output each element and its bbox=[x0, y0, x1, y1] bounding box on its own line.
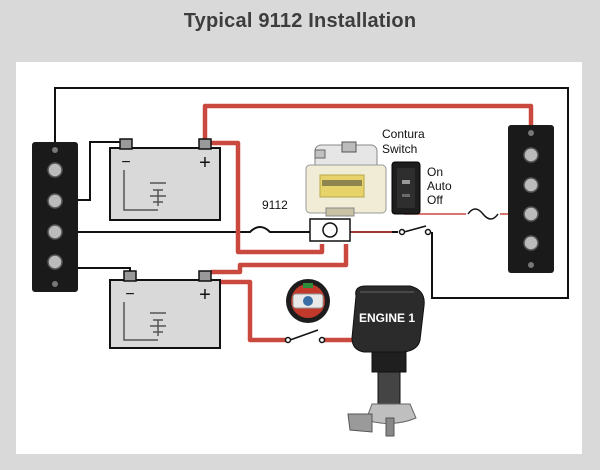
engine-label: ENGINE 1 bbox=[359, 311, 415, 325]
lower-battery-to-switch-wire bbox=[212, 279, 286, 343]
switch-off-label: Off bbox=[427, 193, 443, 207]
diagram-panel bbox=[16, 62, 582, 454]
contura-switch-icon[interactable] bbox=[391, 161, 421, 215]
switch-label-line1: Contura bbox=[382, 127, 425, 141]
negative-loop-wire bbox=[54, 87, 569, 299]
trigger-switch-symbol bbox=[398, 225, 432, 236]
switch-on-label: On bbox=[427, 165, 443, 179]
left-busbar-studs bbox=[47, 162, 63, 270]
upper-battery: − + bbox=[109, 138, 221, 221]
relay-label: 9112 bbox=[262, 198, 288, 212]
upper-battery-to-relay-wire bbox=[211, 140, 325, 255]
right-busbar bbox=[508, 125, 554, 273]
relay-ground-wire bbox=[50, 226, 312, 233]
diagram-title: Typical 9112 Installation bbox=[183, 10, 417, 32]
lower-battery-positive-label: + bbox=[199, 284, 211, 306]
upper-battery-positive-label: + bbox=[199, 152, 211, 174]
switch-auto-label: Auto bbox=[427, 179, 452, 193]
relay-9112-icon bbox=[305, 141, 387, 217]
lower-battery: − + bbox=[109, 270, 221, 349]
fuse-icon bbox=[467, 208, 499, 220]
switch-label-line2: Switch bbox=[382, 142, 417, 156]
engine-icon bbox=[347, 285, 425, 437]
relay-schematic bbox=[309, 218, 351, 242]
right-busbar-studs bbox=[523, 147, 539, 251]
lower-battery-to-relay-wire bbox=[211, 244, 349, 275]
upper-battery-negative-label: − bbox=[121, 154, 130, 171]
main-positive-wire bbox=[202, 103, 534, 150]
left-busbar bbox=[32, 142, 78, 292]
lower-battery-negative-label: − bbox=[125, 286, 134, 303]
battery-switch-icon[interactable] bbox=[286, 279, 330, 323]
disconnect-switch-symbol bbox=[284, 329, 326, 344]
